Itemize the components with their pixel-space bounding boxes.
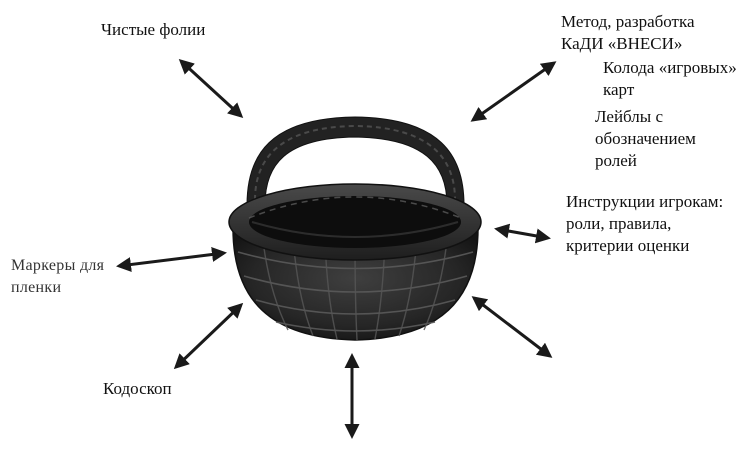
label-instructions-line1: Инструкции игрокам: [566, 191, 723, 212]
label-clean-films: Чистые фолии [101, 19, 205, 40]
label-role-labels-line1: Лейблы с [595, 106, 663, 127]
label-markers-line1: Маркеры для [11, 255, 104, 276]
arrow-clean-films [181, 61, 241, 116]
label-method-line2: КаДИ «ВНЕСИ» [561, 33, 682, 54]
label-deck-line2: карт [603, 79, 634, 100]
label-markers-line2: пленки [11, 277, 61, 298]
label-role-labels-line2: обозначением [595, 128, 696, 149]
basket-opening [249, 196, 461, 248]
label-instructions-line3: критерии оценки [566, 235, 689, 256]
label-overhead-projector: Кодоскоп [103, 378, 172, 399]
label-instructions-line2: роли, правила, [566, 213, 671, 234]
label-role-labels-line3: ролей [595, 150, 637, 171]
basket-icon [229, 117, 481, 340]
arrow-instructions [497, 229, 548, 238]
label-method-line1: Метод, разработка [561, 11, 695, 32]
arrow-bottom-right [474, 298, 550, 356]
arrow-markers [119, 253, 224, 266]
arrow-method [473, 63, 554, 120]
label-deck-line1: Колода «игровых» [603, 57, 737, 78]
arrow-overhead [176, 305, 241, 367]
